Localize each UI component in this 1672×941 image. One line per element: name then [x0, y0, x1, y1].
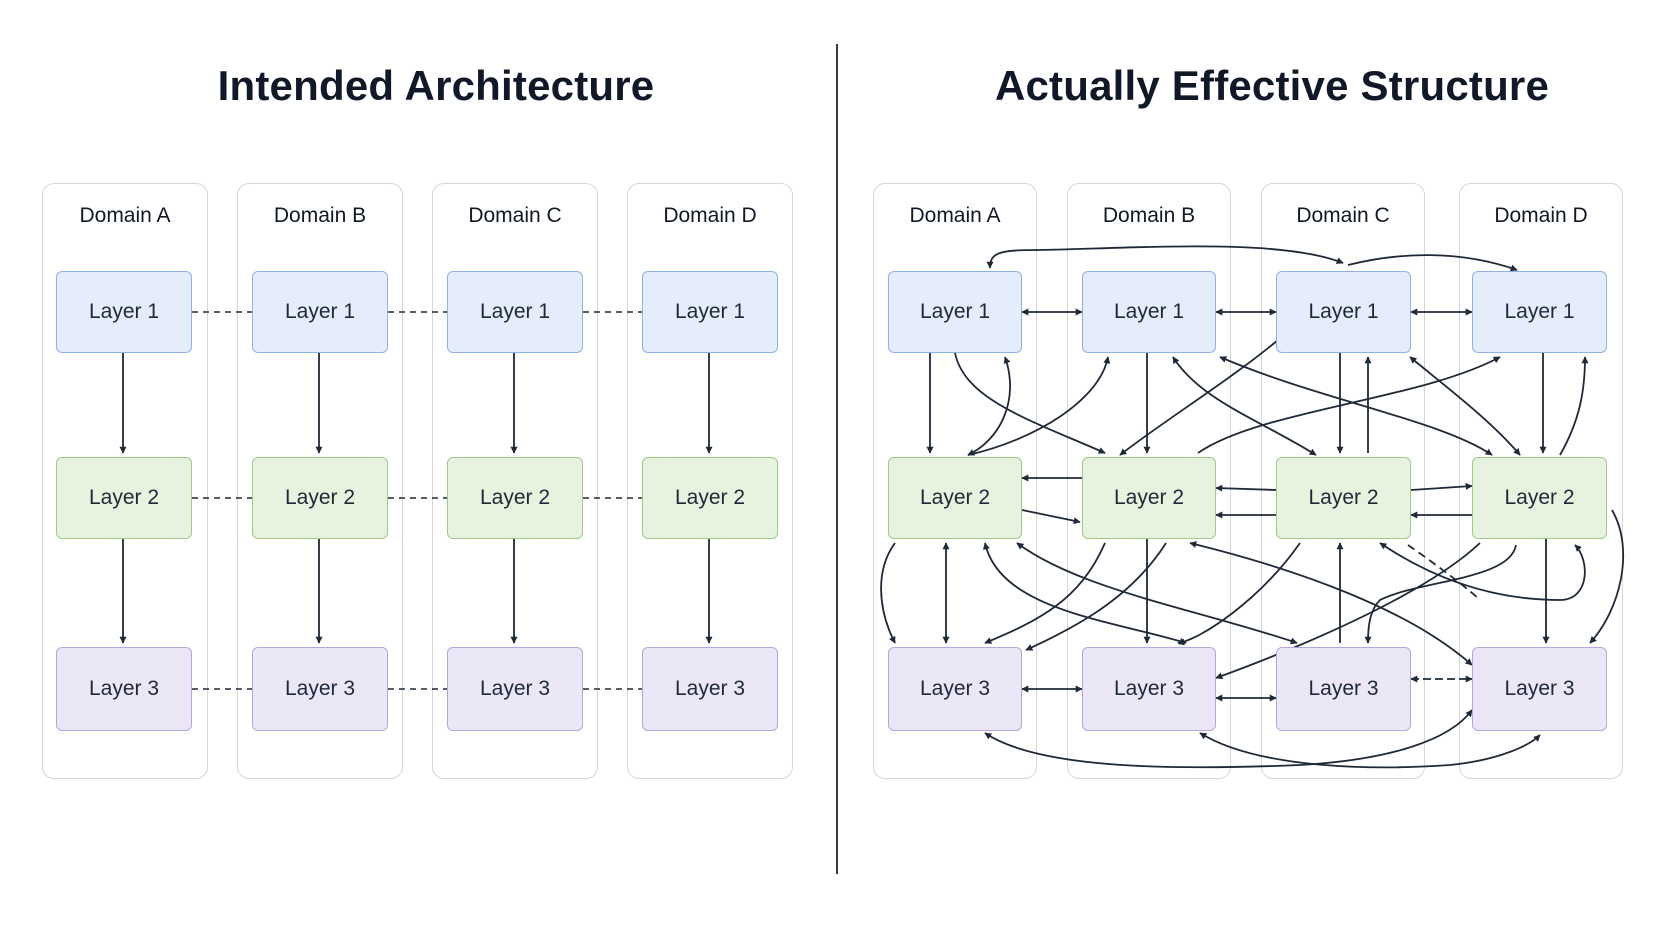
right-domain-c-layer2-box: Layer 2: [1276, 457, 1411, 539]
left-domain-c-layer1-box: Layer 1: [447, 271, 583, 353]
left-domain-b-layer2-box: Layer 2: [252, 457, 388, 539]
intended-architecture-title: Intended Architecture: [217, 62, 655, 109]
right-domain-b-layer1-box: Layer 1: [1082, 271, 1216, 353]
left-domain-a-layer1-box: Layer 1: [56, 271, 192, 353]
right-domain-c-layer1-box: Layer 1: [1276, 271, 1411, 353]
right-domain-c-layer3-box: Layer 3: [1276, 647, 1411, 731]
left-domain-d-layer3-box: Layer 3: [642, 647, 778, 731]
domain-label: Domain B: [1102, 204, 1196, 227]
domain-label: Domain C: [468, 204, 562, 227]
left-domain-d-layer1-box: Layer 1: [642, 271, 778, 353]
domain-label: Domain A: [909, 204, 1001, 227]
right-domain-d-layer1-box: Layer 1: [1472, 271, 1607, 353]
domain-label: Domain A: [79, 204, 171, 227]
left-domain-c-layer3-box: Layer 3: [447, 647, 583, 731]
left-domain-a-layer2-box: Layer 2: [56, 457, 192, 539]
left-domain-b-layer3-box: Layer 3: [252, 647, 388, 731]
right-domain-d-layer3-box: Layer 3: [1472, 647, 1607, 731]
left-domain-a-layer3-box: Layer 3: [56, 647, 192, 731]
right-domain-a-layer2-box: Layer 2: [888, 457, 1022, 539]
right-domain-b-layer2-box: Layer 2: [1082, 457, 1216, 539]
right-domain-b-layer3-box: Layer 3: [1082, 647, 1216, 731]
left-domain-c-layer2-box: Layer 2: [447, 457, 583, 539]
right-domain-a-layer3-box: Layer 3: [888, 647, 1022, 731]
domain-label: Domain C: [1296, 204, 1390, 227]
effective-structure-title: Actually Effective Structure: [994, 62, 1550, 109]
right-domain-a-layer1-box: Layer 1: [888, 271, 1022, 353]
right-domain-d-layer2-box: Layer 2: [1472, 457, 1607, 539]
left-layer-arrows: [119, 353, 713, 644]
domain-label: Domain B: [273, 204, 367, 227]
domain-label: Domain D: [663, 204, 757, 227]
panel-divider: [836, 44, 838, 874]
left-domain-d-layer2-box: Layer 2: [642, 457, 778, 539]
domain-label: Domain D: [1494, 204, 1588, 227]
left-domain-b-layer1-box: Layer 1: [252, 271, 388, 353]
